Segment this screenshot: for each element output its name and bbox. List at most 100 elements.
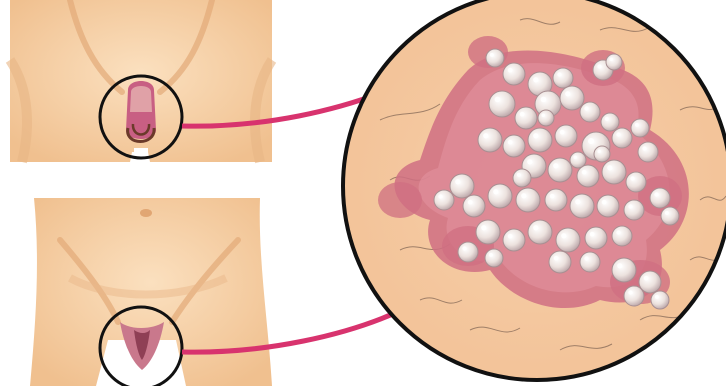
blister bbox=[624, 200, 644, 220]
blister-highlight bbox=[493, 189, 498, 194]
blister bbox=[570, 152, 586, 168]
blister-highlight bbox=[520, 112, 525, 117]
blister bbox=[528, 220, 552, 244]
blister-highlight bbox=[533, 133, 538, 138]
blister-highlight bbox=[617, 263, 622, 268]
blister-highlight bbox=[541, 97, 547, 103]
blister bbox=[478, 128, 502, 152]
blister-highlight bbox=[665, 211, 669, 215]
blister-highlight bbox=[573, 155, 577, 159]
blister-highlight bbox=[597, 64, 601, 68]
blister-highlight bbox=[590, 232, 595, 237]
magnified-skin-view bbox=[343, 0, 726, 380]
blister-highlight bbox=[654, 192, 658, 196]
blister bbox=[488, 184, 512, 208]
blister-highlight bbox=[628, 290, 632, 294]
blister-highlight bbox=[628, 204, 632, 208]
blister-highlight bbox=[561, 233, 566, 238]
blister-highlight bbox=[630, 176, 634, 180]
blister bbox=[450, 174, 474, 198]
blister bbox=[486, 49, 504, 67]
blister-highlight bbox=[541, 113, 545, 117]
blister bbox=[513, 169, 531, 187]
blister bbox=[570, 194, 594, 218]
blister-highlight bbox=[602, 200, 607, 205]
blister bbox=[597, 195, 619, 217]
blister-highlight bbox=[468, 200, 473, 205]
blister-highlight bbox=[553, 163, 558, 168]
blister-highlight bbox=[508, 140, 513, 145]
blister-highlight bbox=[616, 132, 620, 136]
blister-highlight bbox=[462, 246, 466, 250]
blister bbox=[580, 252, 600, 272]
blister bbox=[612, 258, 636, 282]
blister bbox=[585, 227, 607, 249]
blister bbox=[638, 142, 658, 162]
blister bbox=[503, 229, 525, 251]
blister-highlight bbox=[597, 149, 601, 153]
blister-highlight bbox=[490, 53, 494, 57]
blister-highlight bbox=[575, 199, 580, 204]
blister-highlight bbox=[438, 194, 442, 198]
blister bbox=[631, 119, 649, 137]
blister-highlight bbox=[655, 295, 659, 299]
blister-highlight bbox=[565, 91, 570, 96]
blister bbox=[624, 286, 644, 306]
blister-highlight bbox=[508, 234, 513, 239]
blister-highlight bbox=[607, 165, 612, 170]
blister-highlight bbox=[557, 72, 561, 76]
blister bbox=[577, 165, 599, 187]
blister-highlight bbox=[489, 253, 493, 257]
blister-highlight bbox=[560, 130, 565, 135]
blister bbox=[612, 226, 632, 246]
blister bbox=[556, 228, 580, 252]
blister bbox=[651, 291, 669, 309]
blister bbox=[626, 172, 646, 192]
blister-highlight bbox=[481, 225, 486, 230]
blister bbox=[476, 220, 500, 244]
blister bbox=[515, 107, 537, 129]
female-torso-panel bbox=[30, 198, 272, 386]
blister-highlight bbox=[550, 194, 555, 199]
blister bbox=[661, 207, 679, 225]
blister bbox=[458, 242, 478, 262]
blister-highlight bbox=[521, 193, 526, 198]
blister-highlight bbox=[533, 77, 538, 82]
blister bbox=[503, 135, 525, 157]
blister-highlight bbox=[609, 57, 613, 61]
blister bbox=[434, 190, 454, 210]
blister bbox=[528, 128, 552, 152]
navel bbox=[140, 209, 152, 217]
blister bbox=[548, 158, 572, 182]
blister bbox=[545, 189, 567, 211]
blister-highlight bbox=[527, 159, 532, 164]
blister bbox=[555, 125, 577, 147]
blister bbox=[485, 249, 503, 267]
blister-highlight bbox=[635, 123, 639, 127]
blister-highlight bbox=[605, 117, 609, 121]
blister-highlight bbox=[554, 256, 559, 261]
blister bbox=[594, 146, 610, 162]
blister bbox=[463, 195, 485, 217]
blister-highlight bbox=[588, 138, 594, 144]
blister-highlight bbox=[582, 170, 587, 175]
blister bbox=[580, 102, 600, 122]
blister-highlight bbox=[584, 106, 588, 110]
blister-highlight bbox=[517, 173, 521, 177]
blister bbox=[601, 113, 619, 131]
blister bbox=[560, 86, 584, 110]
blister-highlight bbox=[584, 256, 588, 260]
blister bbox=[602, 160, 626, 184]
female-genital-area bbox=[120, 322, 164, 386]
blister bbox=[489, 91, 515, 117]
blister-highlight bbox=[642, 146, 646, 150]
blister-highlight bbox=[495, 97, 501, 103]
blister-highlight bbox=[508, 68, 513, 73]
blister bbox=[549, 251, 571, 273]
male-torso-panel bbox=[10, 0, 272, 162]
blister bbox=[612, 128, 632, 148]
blister bbox=[606, 54, 622, 70]
blister bbox=[538, 110, 554, 126]
blister-highlight bbox=[483, 133, 488, 138]
